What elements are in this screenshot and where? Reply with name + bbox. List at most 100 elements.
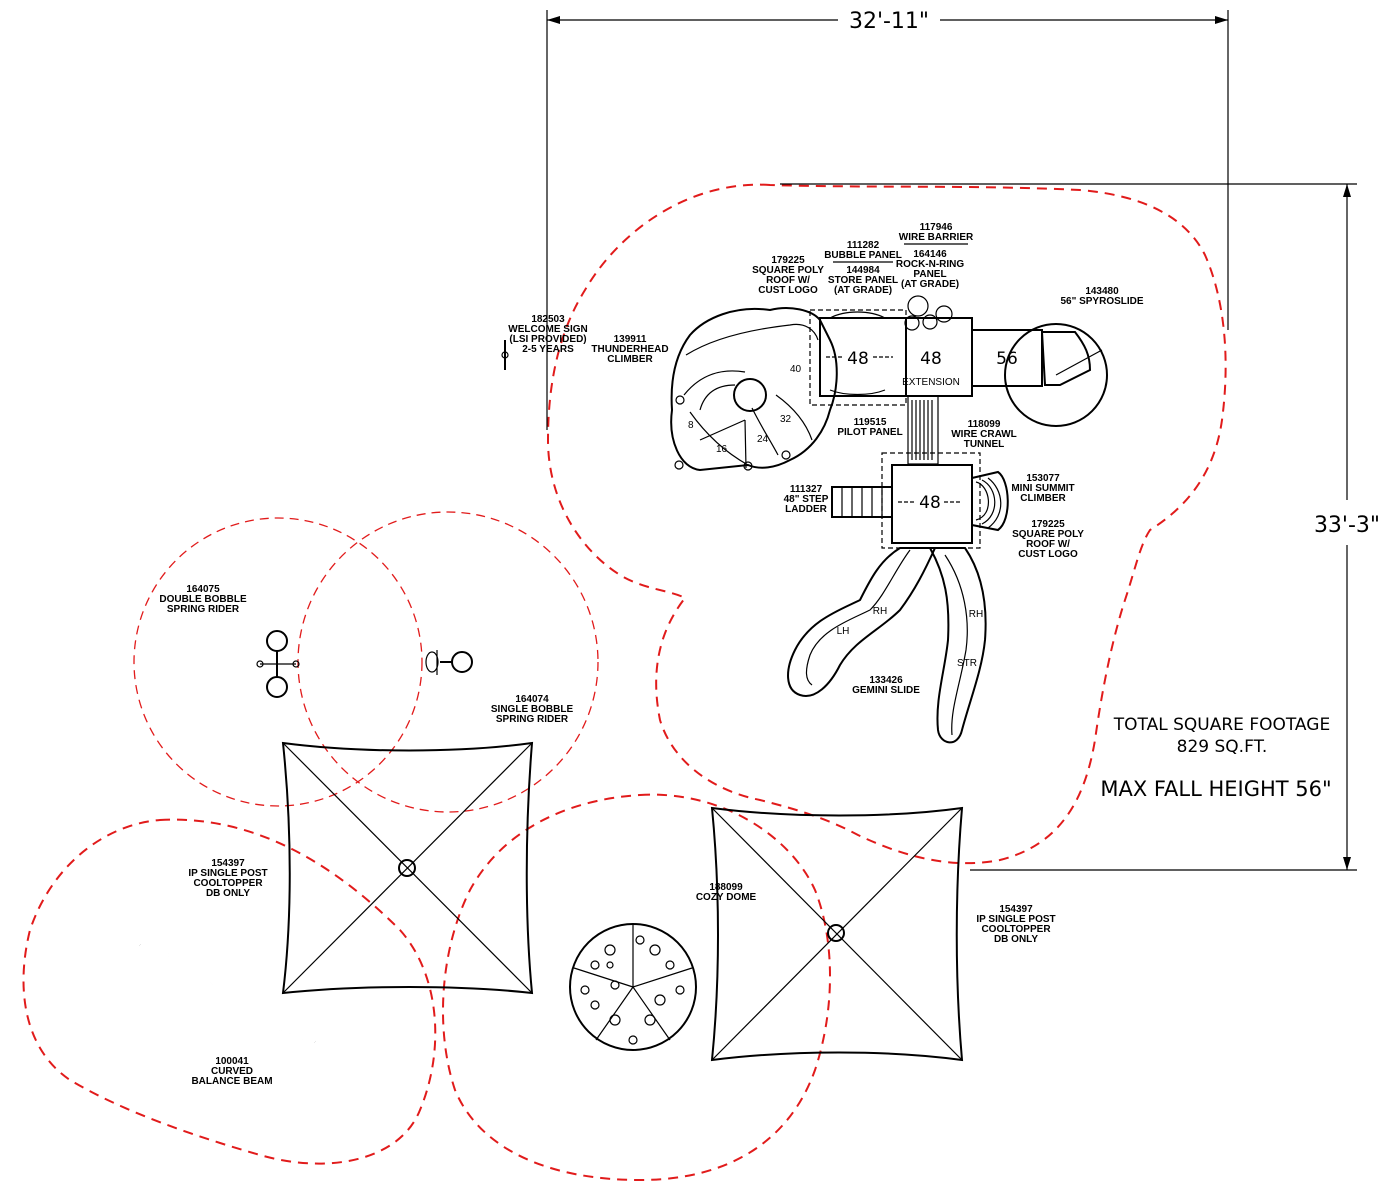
label-double-bobble-line: SPRING RIDER	[167, 604, 240, 615]
label-step-ladder: 111327 48" STEP LADDER	[784, 484, 829, 515]
label-cooltopper-left: 154397 IP SINGLE POST COOLTOPPER DB ONLY	[188, 858, 267, 899]
label-cooltopper-left-line: DB ONLY	[206, 888, 250, 899]
double-bobble-use-zone	[133, 517, 423, 807]
label-welcome-sign-line: (LSI PROVIDED)	[509, 334, 586, 345]
thunderhead-climber: 40 32 24 16 8	[670, 307, 838, 472]
label-thunderhead: 139911 THUNDERHEAD CLIMBER	[591, 334, 668, 365]
label-step-ladder-line: 111327	[790, 484, 823, 495]
label-thunderhead-line: 139911	[614, 334, 647, 345]
label-wire-barrier-line: WIRE BARRIER	[899, 232, 974, 243]
label-balance-beam-line: BALANCE BEAM	[191, 1076, 272, 1087]
deck-d-height: 48	[919, 493, 941, 513]
footage-value: 829 SQ.FT.	[1177, 737, 1268, 757]
wire-crawl-tunnel	[907, 395, 939, 465]
extension-deck: 48 EXTENSION	[902, 295, 973, 397]
single-bobble-rider	[425, 650, 473, 675]
double-bobble-rider	[256, 630, 300, 698]
label-cooltopper-left-line: 154397	[211, 858, 245, 869]
label-mini-summit-line: CLIMBER	[1020, 493, 1066, 504]
climber-segment-8: 8	[688, 420, 694, 431]
label-rock-ring-line: ROCK-N-RING	[896, 259, 965, 270]
label-welcome-sign-line: 2-5 YEARS	[522, 344, 574, 355]
cozy-dome	[569, 923, 697, 1051]
label-gemini-slide-line: GEMINI SLIDE	[852, 685, 920, 696]
label-cozy-dome-line: COZY DOME	[696, 892, 757, 903]
label-spyroslide-line: 56" SPYROSLIDE	[1060, 296, 1143, 307]
slide-str-label: STR	[957, 658, 977, 669]
label-pilot-panel: 119515 PILOT PANEL	[837, 417, 902, 438]
label-roof-bottom: 179225 SQUARE POLY ROOF W/ CUST LOGO	[1012, 519, 1084, 560]
label-double-bobble: 164075 DOUBLE BOBBLE SPRING RIDER	[159, 584, 247, 615]
cozy-dome-use-zone	[442, 793, 831, 1182]
label-balance-beam-line: CURVED	[211, 1066, 253, 1077]
label-welcome-sign-line: 182503	[531, 314, 565, 325]
label-bubble-panel-line: 111282	[847, 240, 880, 251]
label-gemini-slide: 133426 GEMINI SLIDE	[852, 675, 920, 696]
label-balance-beam: 100041 CURVED BALANCE BEAM	[191, 1056, 272, 1087]
label-balance-beam-line: 100041	[215, 1056, 249, 1067]
climber-segment-32: 32	[780, 414, 792, 425]
extension-label: EXTENSION	[902, 377, 960, 388]
label-store-panel-line: 144984	[846, 265, 880, 276]
label-rock-ring: 164146 ROCK-N-RING PANEL (AT GRADE)	[896, 249, 965, 290]
deck-a-height: 48	[847, 349, 869, 369]
lower-deck: 48	[881, 452, 981, 549]
label-mini-summit-line: 153077	[1026, 473, 1060, 484]
label-spyroslide: 143480 56" SPYROSLIDE	[1060, 286, 1143, 307]
label-cozy-dome: 188099 COZY DOME	[696, 882, 757, 903]
cooltopper-left	[281, 741, 534, 995]
label-roof-top-line: SQUARE POLY	[752, 265, 824, 276]
label-store-panel-line: (AT GRADE)	[834, 285, 892, 296]
curved-balance-beam	[139, 943, 316, 1044]
label-wire-tunnel-line: WIRE CRAWL	[951, 429, 1017, 440]
label-single-bobble-line: SPRING RIDER	[496, 714, 569, 725]
label-wire-tunnel: 118099 WIRE CRAWL TUNNEL	[951, 419, 1017, 450]
label-wire-tunnel-line: 118099	[968, 419, 1001, 430]
label-cooltopper-right-line: COOLTOPPER	[981, 924, 1051, 935]
label-wire-barrier: 117946 WIRE BARRIER	[899, 222, 974, 245]
label-roof-bottom-line: SQUARE POLY	[1012, 529, 1084, 540]
label-single-bobble-line: 164074	[515, 694, 549, 705]
label-wire-tunnel-line: TUNNEL	[964, 439, 1005, 450]
label-gemini-slide-line: 133426	[869, 675, 903, 686]
label-rock-ring-line: PANEL	[913, 269, 946, 280]
label-cooltopper-right-line: DB ONLY	[994, 934, 1038, 945]
label-cooltopper-right-line: IP SINGLE POST	[976, 914, 1055, 925]
label-pilot-panel-line: PILOT PANEL	[837, 427, 902, 438]
label-roof-top-line: 179225	[771, 255, 805, 266]
label-single-bobble-line: SINGLE BOBBLE	[491, 704, 574, 715]
gemini-slide: LH RH RH STR	[787, 547, 987, 744]
label-rock-ring-line: 164146	[913, 249, 947, 260]
main-play-structure: 40 32 24 16 8 48 48 EXTENSION	[501, 295, 1108, 744]
label-double-bobble-line: DOUBLE BOBBLE	[159, 594, 247, 605]
label-store-panel-line: STORE PANEL	[828, 275, 898, 286]
summary-block: TOTAL SQUARE FOOTAGE 829 SQ.FT. MAX FALL…	[1100, 715, 1331, 801]
label-cozy-dome-line: 188099	[709, 882, 743, 893]
max-fall-height: MAX FALL HEIGHT 56"	[1100, 777, 1331, 801]
label-mini-summit: 153077 MINI SUMMIT CLIMBER	[1011, 473, 1074, 504]
label-thunderhead-line: CLIMBER	[607, 354, 653, 365]
deck-b-height: 48	[920, 349, 942, 369]
label-roof-bottom-line: CUST LOGO	[1018, 549, 1078, 560]
slide-lh-label: LH	[837, 626, 850, 637]
label-roof-top-line: ROOF W/	[766, 275, 810, 286]
label-single-bobble: 164074 SINGLE BOBBLE SPRING RIDER	[491, 694, 574, 725]
label-roof-top: 179225 SQUARE POLY ROOF W/ CUST LOGO	[752, 255, 824, 296]
label-step-ladder-line: 48" STEP	[784, 494, 829, 505]
label-welcome-sign: 182503 WELCOME SIGN (LSI PROVIDED) 2-5 Y…	[508, 314, 587, 355]
label-store-panel: 144984 STORE PANEL (AT GRADE)	[828, 265, 898, 296]
label-pilot-panel-line: 119515	[854, 417, 887, 428]
climber-segment-40: 40	[790, 364, 802, 375]
welcome-sign	[501, 340, 509, 370]
balance-beam-use-zone	[22, 818, 437, 1165]
slide-rh-b-label: RH	[969, 609, 983, 620]
component-labels: 182503 WELCOME SIGN (LSI PROVIDED) 2-5 Y…	[159, 222, 1143, 1087]
label-rock-ring-line: (AT GRADE)	[901, 279, 959, 290]
label-cooltopper-right: 154397 IP SINGLE POST COOLTOPPER DB ONLY	[976, 904, 1055, 945]
label-wire-barrier-line: 117946	[920, 222, 953, 233]
label-double-bobble-line: 164075	[186, 584, 220, 595]
label-bubble-panel: 111282 BUBBLE PANEL	[824, 240, 902, 263]
width-dimension: 32'-11"	[546, 9, 1229, 430]
label-cooltopper-left-line: IP SINGLE POST	[188, 868, 267, 879]
